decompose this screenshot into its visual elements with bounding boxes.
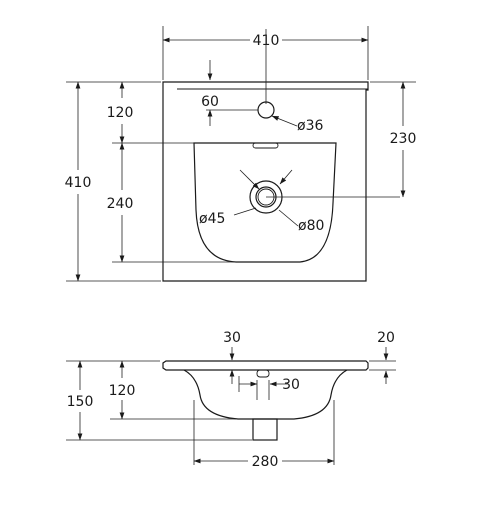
dim-label-side-bowl-120: 120: [109, 383, 136, 399]
dim-label-tap-offset: 60: [201, 94, 219, 110]
dim-label-depth-410: 410: [65, 175, 92, 191]
dim-label-bowl-240: 240: [107, 196, 134, 212]
dim-label-rim-20: 20: [377, 330, 395, 346]
dim-label-slab-30: 30: [223, 330, 241, 346]
tap-hole: [257, 101, 275, 119]
dim-label-ledge-120: 120: [107, 105, 134, 121]
bowl-outline: [193, 142, 337, 263]
side-view: 30 20 30 120 150 280: [66, 330, 396, 470]
dim-label-drain-230: 230: [390, 131, 417, 147]
top-view: 410 60 ø36 410 120 240 230 ø45: [65, 26, 417, 282]
dim-label-drain-flange-diameter: ø80: [298, 218, 324, 234]
overflow-nub: [256, 369, 270, 378]
dim-label-drain-30: 30: [282, 377, 300, 393]
dim-label-tap-diameter: ø36: [297, 118, 323, 134]
rim-slab: [162, 360, 369, 371]
overflow-slot: [252, 142, 279, 149]
dim-label-width-280: 280: [252, 454, 279, 470]
dim-label-drain-hole-diameter: ø45: [199, 211, 225, 227]
basin-outline-top: [162, 81, 369, 282]
drain-stub: [252, 418, 278, 441]
dim-label-width-410: 410: [253, 33, 280, 49]
dim-label-height-150: 150: [67, 394, 94, 410]
